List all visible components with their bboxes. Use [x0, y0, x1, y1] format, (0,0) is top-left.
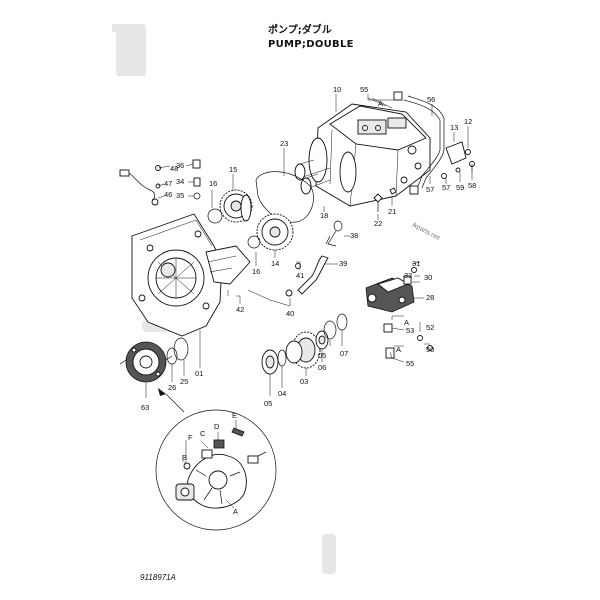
callout-23: 23 — [280, 139, 288, 148]
spacer-04 — [277, 349, 287, 367]
callout-06: 06 — [318, 363, 326, 372]
bolt-21 — [389, 187, 397, 195]
callout-13: 13 — [450, 123, 458, 132]
gear-15 — [219, 189, 253, 223]
callout-07: 07 — [340, 349, 348, 358]
callout-25: 25 — [180, 377, 188, 386]
callout-05-left: 05 — [264, 399, 272, 408]
callout-56: 56 — [427, 95, 435, 104]
sub-pump — [365, 267, 417, 313]
gear-03 — [285, 331, 321, 369]
plug-34 — [193, 177, 201, 187]
callout-38: 38 — [350, 231, 358, 240]
callout-22: 22 — [374, 219, 382, 228]
oil-tube — [285, 255, 329, 297]
callout-36: 36 — [176, 161, 184, 170]
detail-callout-d: D — [214, 422, 220, 431]
callout-46: 46 — [164, 190, 172, 199]
washer-59 — [455, 167, 461, 173]
sensor-with-wire — [119, 169, 159, 206]
callout-18: 18 — [320, 211, 328, 220]
drawing-number: 9118971A — [140, 573, 176, 582]
scan-artifact — [112, 24, 120, 32]
title-english: PUMP;DOUBLE — [268, 39, 354, 50]
o-ring-seal — [255, 171, 314, 223]
callout-26: 26 — [168, 383, 176, 392]
callout-58: 58 — [468, 181, 476, 190]
seal-ring-25 — [173, 337, 189, 361]
callout-35: 35 — [176, 191, 184, 200]
callout-15: 15 — [229, 165, 237, 174]
scan-artifact — [322, 534, 336, 574]
detail-callout-e: E — [232, 411, 237, 420]
callout-05-right: 05 — [318, 351, 326, 360]
snap-ring — [247, 235, 261, 249]
callout-21: 21 — [388, 207, 396, 216]
snap-ring-07 — [336, 313, 348, 331]
bolt-22 — [373, 193, 383, 203]
title-japanese: ポンプ;ダブル — [268, 23, 332, 36]
callout-16-top: 16 — [209, 179, 217, 188]
callout-42: 42 — [236, 305, 244, 314]
pipe-56 — [393, 91, 445, 195]
coupling-hub — [119, 341, 173, 383]
dipstick — [325, 220, 343, 247]
callout-a-top: A — [378, 99, 383, 108]
callout-10: 10 — [333, 85, 341, 94]
callout-63: 63 — [141, 403, 149, 412]
callout-34: 34 — [176, 177, 184, 186]
callout-16-mid: 16 — [252, 267, 260, 276]
callout-57-right: 57 — [442, 183, 450, 192]
gear-14 — [256, 213, 294, 251]
callout-59: 59 — [456, 183, 464, 192]
callout-53: 53 — [406, 326, 414, 335]
callout-04: 04 — [278, 389, 286, 398]
bolt-57 — [441, 173, 447, 179]
callout-55-top: 55 — [360, 85, 368, 94]
callout-41: 41 — [296, 271, 304, 280]
detail-callout-b: B — [182, 453, 187, 462]
bearing-05b — [315, 330, 329, 350]
plug-36 — [192, 159, 201, 169]
callout-a-mid: A — [404, 318, 409, 327]
callout-01: 01 — [195, 369, 203, 378]
callout-12: 12 — [464, 117, 472, 126]
callout-40: 40 — [286, 309, 294, 318]
flywheel-housing — [131, 213, 251, 337]
pump-body — [294, 103, 431, 207]
shim-06 — [323, 320, 337, 340]
detail-callout-a: A — [233, 507, 238, 516]
leader-lines — [145, 94, 473, 398]
callout-28: 28 — [426, 293, 434, 302]
callout-57-left: 57 — [426, 185, 434, 194]
coupling-detail-view — [155, 388, 277, 531]
snap-ring — [207, 208, 223, 224]
detail-callout-f: F — [188, 433, 193, 442]
callout-labels: 10 55 A 56 13 12 23 15 36 48 47 46 16 34… — [141, 85, 476, 516]
callout-48: 48 — [170, 164, 178, 173]
callout-14: 14 — [271, 259, 279, 268]
callout-47: 47 — [164, 179, 172, 188]
washer-35 — [193, 192, 201, 200]
callout-32: 32 — [404, 271, 412, 280]
bracket-13 — [445, 141, 471, 165]
bearing-05 — [261, 349, 279, 375]
callout-50: 50 — [426, 345, 434, 354]
scan-artifact — [116, 24, 146, 76]
callout-03: 03 — [300, 377, 308, 386]
callout-55-low: 55 — [406, 359, 414, 368]
callout-39: 39 — [339, 259, 347, 268]
callout-a-low: A — [396, 345, 401, 354]
callout-31: 31 — [412, 259, 420, 268]
callout-52: 52 — [426, 323, 434, 332]
callout-30: 30 — [424, 273, 432, 282]
watermark: ikparts.net — [411, 222, 441, 242]
detail-callout-c: C — [200, 429, 206, 438]
